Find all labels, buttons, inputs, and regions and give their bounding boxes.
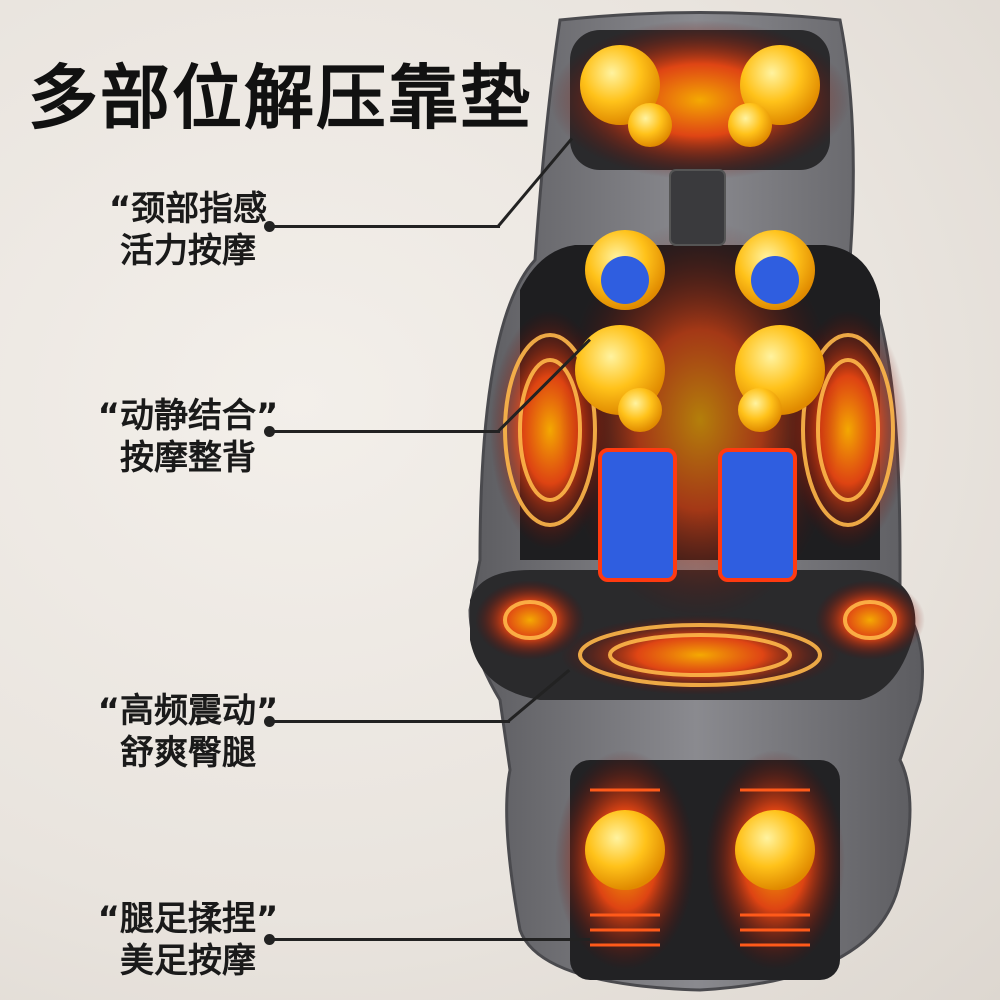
leader-back <box>264 426 500 437</box>
seat-heat <box>560 615 840 695</box>
foot-massage-nodes <box>585 810 815 890</box>
leader-foot <box>264 934 590 945</box>
callout-back-line1: “动静结合” <box>97 396 279 436</box>
page-title: 多部位解压靠垫 <box>28 57 532 139</box>
left-hip-heat <box>475 580 585 660</box>
callout-back: “动静结合” 按摩整背 <box>58 395 318 479</box>
neck-massage-nodes <box>580 45 820 147</box>
callout-seat-line1: “高频震动” <box>97 691 279 731</box>
callout-foot-line1: “腿足揉捏” <box>97 899 279 939</box>
callout-seat: “高频震动” 舒爽臀腿 <box>58 690 318 774</box>
remote-control <box>669 169 726 246</box>
lumbar-airbags <box>598 448 797 582</box>
callout-foot-line2: 美足按摩 <box>120 941 256 981</box>
callout-back-line2: 按摩整背 <box>120 438 256 478</box>
leader-seat <box>264 716 510 727</box>
callout-neck: “颈部指感 活力按摩 <box>58 188 318 272</box>
callout-foot: “腿足揉捏” 美足按摩 <box>58 898 318 982</box>
callout-neck-line1: “颈部指感 <box>108 189 268 229</box>
back-massage-nodes <box>575 230 825 432</box>
callout-neck-line2: 活力按摩 <box>120 231 256 271</box>
callout-seat-line2: 舒爽臀腿 <box>120 733 256 773</box>
leader-neck <box>264 221 500 232</box>
right-hip-heat <box>815 580 925 660</box>
